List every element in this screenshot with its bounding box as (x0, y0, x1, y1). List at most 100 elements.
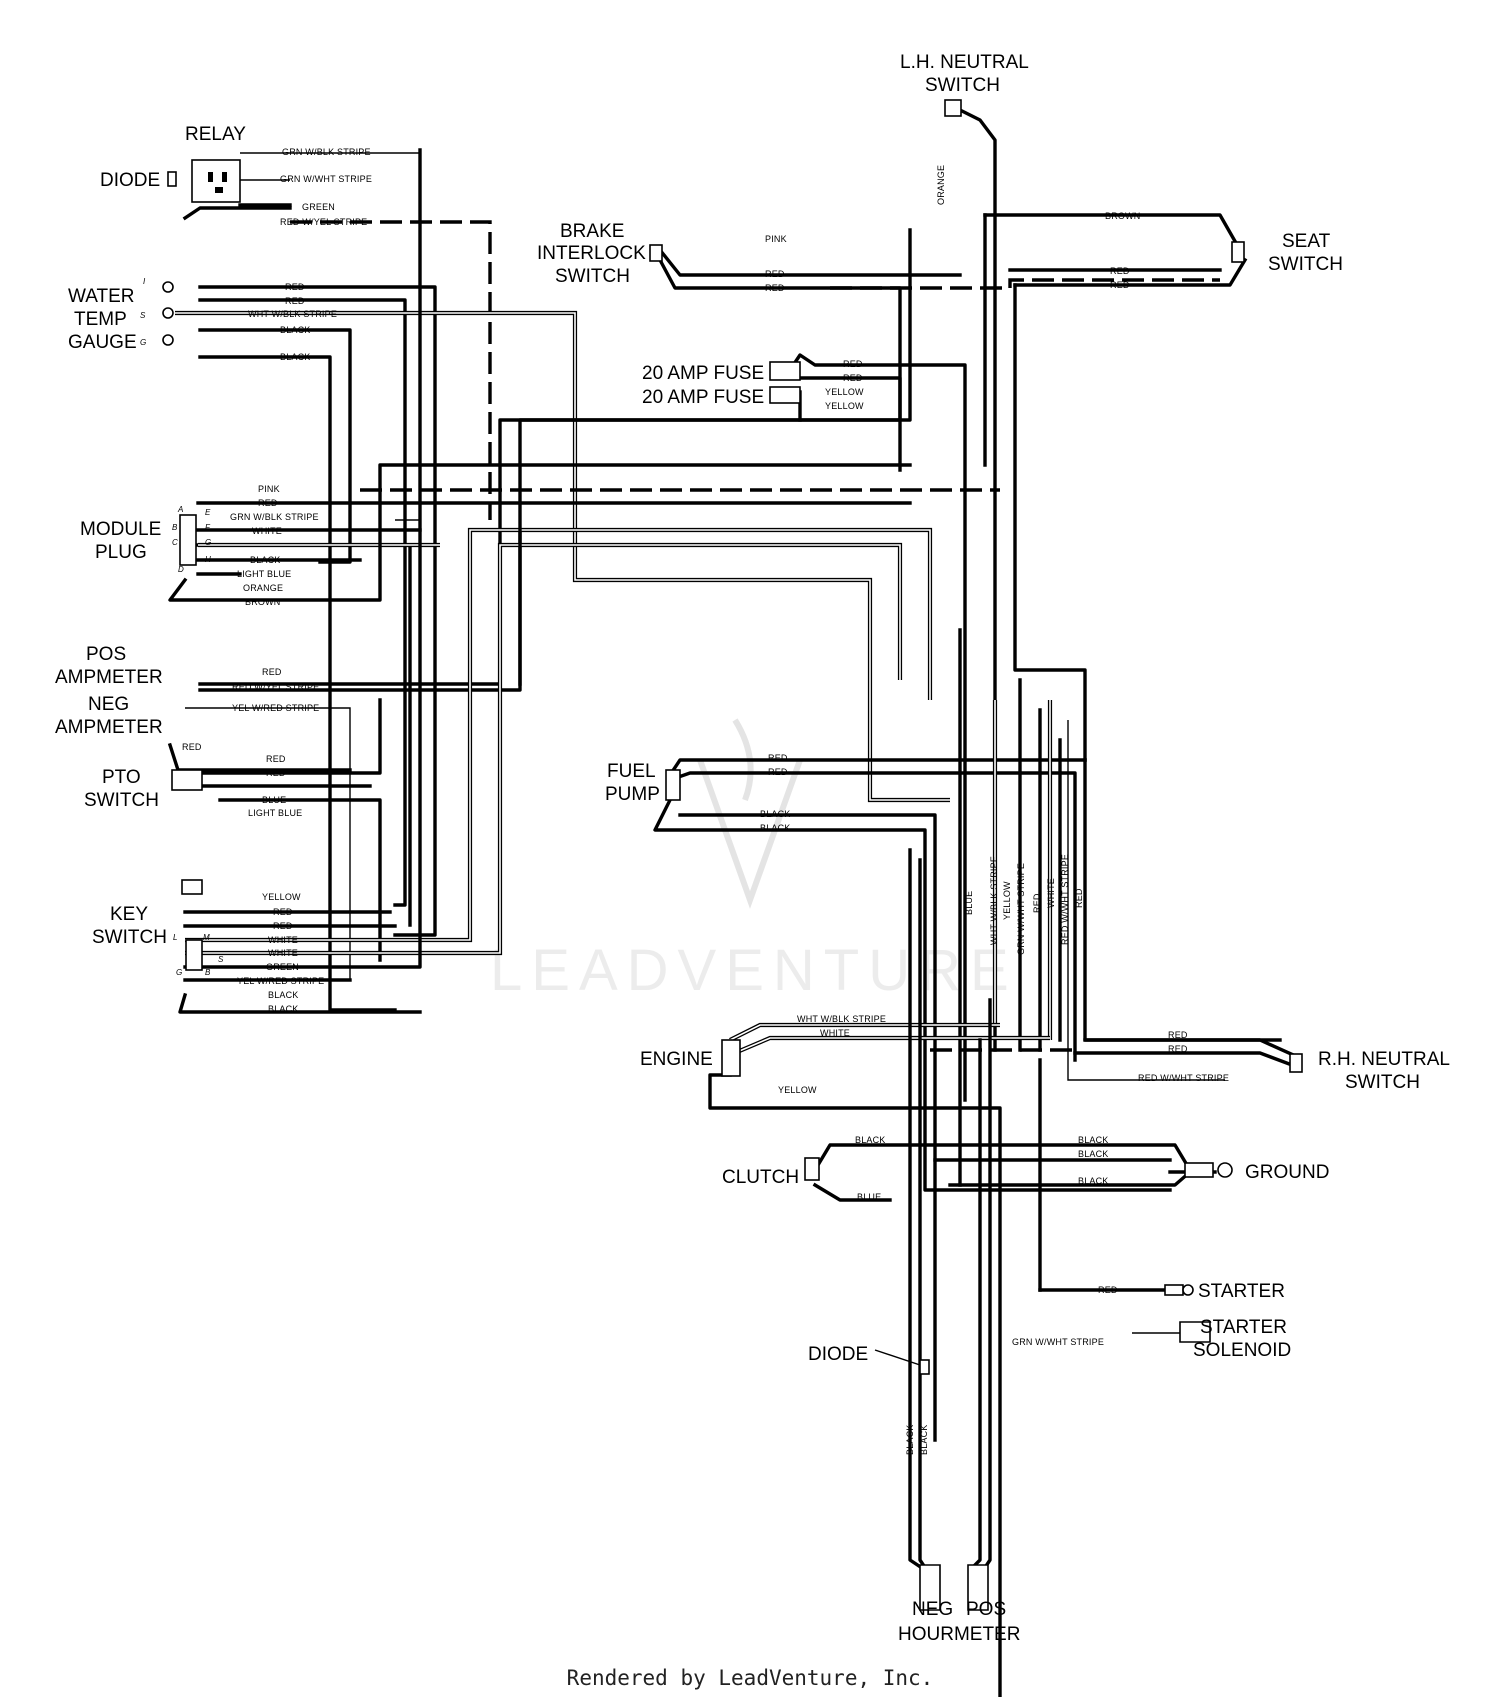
solenoid-label-1: STARTER (1200, 1317, 1287, 1338)
wire-label: WHITE (268, 935, 298, 945)
fuse-components (769, 361, 801, 404)
clutch-component (804, 1157, 820, 1181)
diode-top-label: DIODE (100, 170, 160, 191)
wire-label: GRN W/BLK STRIPE (230, 512, 319, 522)
wire-label: BLACK (250, 555, 281, 565)
footer-credit: Rendered by LeadVenture, Inc. (566, 1666, 934, 1690)
wire-label: YELLOW (262, 892, 301, 902)
wire-label: RED W/WHT STRIPE (1060, 854, 1070, 945)
wire-label: BLACK (760, 809, 791, 819)
pto-label-2: SWITCH (84, 790, 159, 811)
left-harness-wires (167, 148, 1000, 1014)
solenoid-label-2: SOLENOID (1193, 1340, 1291, 1361)
diode-top-component (167, 171, 177, 187)
fuse-2-label: 20 AMP FUSE (642, 387, 764, 408)
seat-label-1: SEAT (1282, 231, 1331, 252)
wire-label: BLUE (964, 891, 974, 915)
starter-terminal (1164, 1284, 1194, 1296)
lh-neutral-switch-component (944, 99, 962, 117)
wire-label: RED W/WHT STRIPE (1138, 1073, 1229, 1083)
rh-neutral-label-2: SWITCH (1345, 1072, 1420, 1093)
neg-ampmeter-label-2: AMPMETER (55, 717, 163, 738)
wire-label: BLACK (1078, 1149, 1109, 1159)
wire-label: RED (266, 768, 286, 778)
wire-label: BROWN (245, 597, 281, 607)
wire-label: GRN W/WHT STRIPE (280, 174, 372, 184)
wire-label: GRN W/BLK STRIPE (282, 147, 371, 157)
brake-switch-component (649, 244, 663, 262)
wire-label: RED (1168, 1044, 1188, 1054)
lh-neutral-label-1: L.H. NEUTRAL (900, 52, 1029, 73)
diode-bottom-label: DIODE (808, 1344, 868, 1365)
pto-label-1: PTO (102, 767, 141, 788)
gauge-label-3: GAUGE (68, 332, 137, 353)
wire-label: BLACK (280, 352, 311, 362)
wire-label: YEL W/RED STRIPE (237, 976, 324, 986)
wire-label: RED (765, 269, 785, 279)
rh-neutral-label-1: R.H. NEUTRAL (1318, 1049, 1450, 1070)
wire-label: RED (285, 296, 305, 306)
seat-label-2: SWITCH (1268, 254, 1343, 275)
hourmeter-label: HOURMETER (898, 1624, 1020, 1645)
seat-switch-component (1231, 241, 1245, 263)
hourmeter-terminals (919, 1564, 989, 1611)
wire-label: RED (1098, 1285, 1118, 1295)
wire-label: RED (285, 282, 305, 292)
hourmeter-neg-label: NEG (912, 1599, 953, 1620)
wire-label: BLUE (262, 795, 286, 805)
wire-label: RED (765, 283, 785, 293)
wire-label: RED W/YEL STRIPE (232, 682, 319, 692)
wire-label: YELLOW (825, 387, 864, 397)
module-pin-f: F (205, 523, 211, 532)
wire-label: BLUE (857, 1192, 881, 1202)
watermark-logo: LEADVENTURE (490, 718, 1018, 1003)
gauge-pin-i: I (143, 277, 146, 286)
pos-ampmeter-label-1: POS (86, 644, 126, 665)
pos-ampmeter-label-2: AMPMETER (55, 667, 163, 688)
gauge-label-1: WATER (68, 286, 135, 307)
pto-switch-component (171, 769, 203, 791)
key-pin-g: G (176, 968, 182, 977)
wire-label: RED (262, 667, 282, 677)
wire-label: RED (768, 753, 788, 763)
clutch-label: CLUTCH (722, 1167, 799, 1188)
module-plug-component (179, 514, 197, 566)
gauge-pin-s: S (140, 311, 146, 320)
wire-label: WHT W/BLK STRIPE (248, 309, 337, 319)
module-pin-a: A (177, 505, 183, 514)
wire-label: RED W/YEL STRIPE (280, 217, 367, 227)
wire-label: YELLOW (778, 1085, 817, 1095)
wire-label: WHITE (1046, 878, 1056, 908)
module-pin-b: B (172, 523, 178, 532)
wire-label: RED (266, 754, 286, 764)
wire-label: RED (1110, 266, 1130, 276)
wire-label: RED (273, 921, 293, 931)
module-pin-d: D (178, 565, 184, 574)
module-pin-g: G (205, 538, 211, 547)
wire-label: BLACK (268, 1004, 299, 1014)
wire-label: RED (258, 498, 278, 508)
starter-solenoid-terminal (1179, 1321, 1211, 1343)
module-label-2: PLUG (95, 542, 147, 563)
pin-labels: I S G A E B F C G D H L M S G B (140, 277, 224, 977)
key-pin-m: M (203, 933, 210, 942)
wire-label: LIGHT BLUE (248, 808, 302, 818)
module-pin-e: E (205, 508, 211, 517)
wire-label: BROWN (1105, 211, 1141, 221)
wire-label: PINK (765, 234, 787, 244)
wire-label: BLACK (855, 1135, 886, 1145)
wire-label: BLACK (280, 325, 311, 335)
relay-label: RELAY (185, 124, 246, 145)
wire-label: WHITE (268, 948, 298, 958)
brake-label-3: SWITCH (555, 266, 630, 287)
rh-neutral-switch-component (1289, 1053, 1303, 1073)
wire-label: RED (843, 373, 863, 383)
wire-color-labels: GRN W/BLK STRIPE GRN W/WHT STRIPE GREEN … (182, 147, 1229, 1455)
watermark-text: LEADVENTURE (490, 938, 1018, 1003)
wire-label: YELLOW (1002, 881, 1012, 920)
component-labels: RELAY DIODE WATER TEMP GAUGE MODULE PLUG… (55, 52, 1450, 1645)
wire-label: RED (1110, 280, 1130, 290)
brake-label-1: BRAKE (560, 221, 624, 242)
brake-label-2: INTERLOCK (537, 243, 646, 264)
